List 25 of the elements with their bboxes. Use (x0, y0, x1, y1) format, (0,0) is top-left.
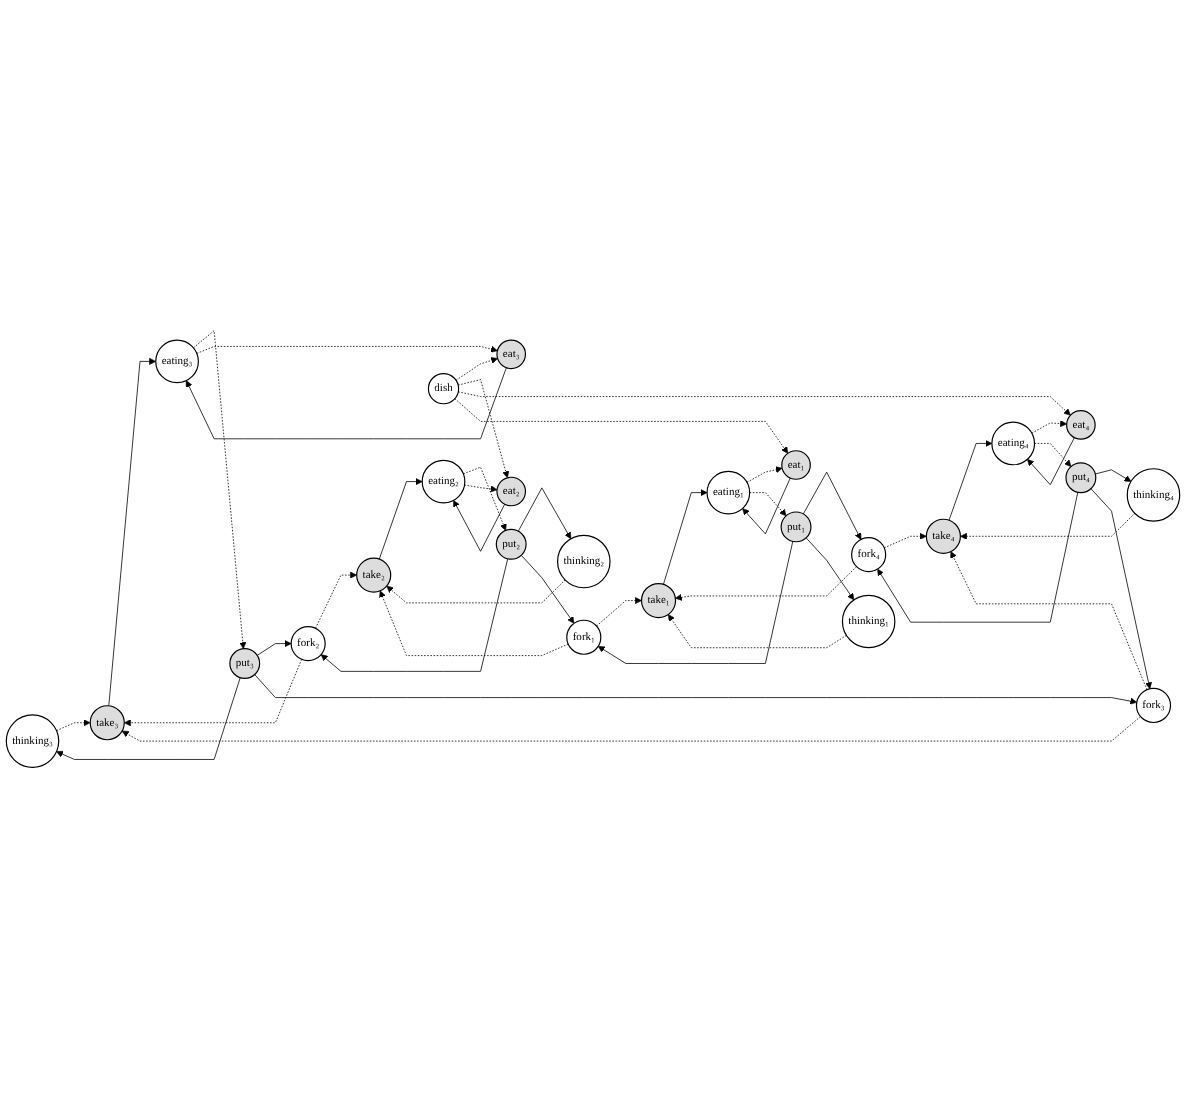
node-circle (5, 714, 60, 768)
node-circle (89, 705, 125, 741)
node-circle (1135, 687, 1172, 724)
node-circle (1126, 468, 1181, 522)
node-circle (557, 534, 611, 589)
node-circle (851, 537, 887, 573)
node-circle (781, 450, 811, 480)
node-circle (495, 528, 527, 560)
node-circle (925, 518, 961, 554)
node-circle (427, 373, 460, 405)
node-circle (496, 476, 527, 507)
node-circle (496, 339, 527, 370)
node-circle (780, 511, 812, 543)
node-circle (290, 626, 326, 662)
node-circle (1066, 410, 1096, 440)
node-circle (421, 459, 466, 504)
node-circle (566, 619, 602, 655)
node-circle (640, 582, 677, 619)
node-circle (841, 594, 896, 649)
node-circle (155, 339, 199, 384)
node-circle (1065, 462, 1097, 494)
node-circle (229, 648, 261, 679)
node-circle (991, 421, 1036, 466)
node-circle (356, 557, 392, 593)
node-circle (706, 470, 751, 515)
